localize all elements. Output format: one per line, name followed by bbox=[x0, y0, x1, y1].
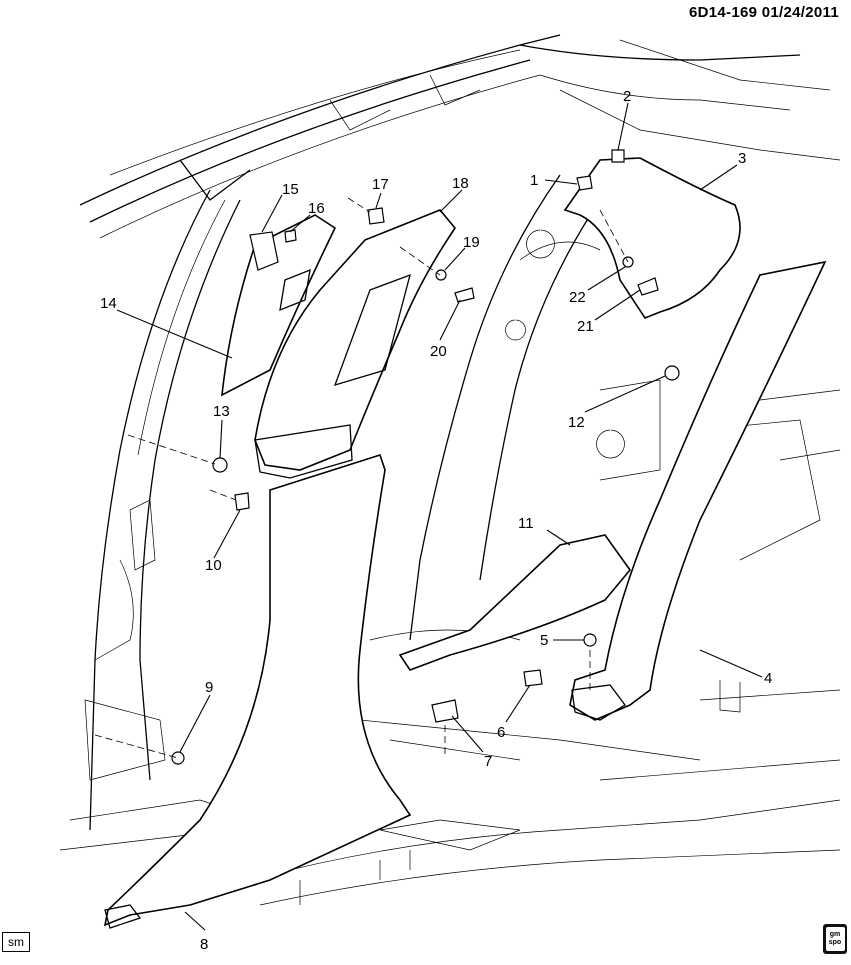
callout-15: 15 bbox=[282, 181, 299, 198]
clip-part-9 bbox=[171, 751, 185, 765]
logo-text-bottom: spo bbox=[828, 939, 842, 946]
clip-part-7 bbox=[431, 699, 459, 723]
handle-detail-14 bbox=[279, 268, 311, 312]
trim-panel-4 bbox=[569, 260, 827, 721]
lower-bracket-18 bbox=[254, 424, 353, 479]
clip-part-20 bbox=[454, 287, 475, 303]
clip-part-15 bbox=[249, 231, 279, 271]
callout-7: 7 bbox=[484, 753, 492, 770]
b-pillar-structure bbox=[409, 174, 841, 641]
trim-panel-14 bbox=[221, 214, 337, 397]
callout-14: 14 bbox=[100, 295, 117, 312]
clip-part-1 bbox=[576, 175, 593, 191]
callout-18: 18 bbox=[452, 175, 469, 192]
clip-part-13 bbox=[212, 457, 228, 473]
seatbelt-slot-18 bbox=[333, 273, 411, 386]
callout-22: 22 bbox=[569, 289, 586, 306]
callout-4: 4 bbox=[764, 670, 772, 687]
clip-part-2 bbox=[611, 149, 625, 163]
trim-panel-3 bbox=[563, 157, 741, 319]
trim-panel-18 bbox=[254, 209, 456, 471]
gm-spo-logo: gm spo bbox=[823, 924, 847, 954]
callout-1: 1 bbox=[530, 172, 538, 189]
callout-3: 3 bbox=[738, 150, 746, 167]
callout-17: 17 bbox=[372, 176, 389, 193]
clip-part-19 bbox=[435, 269, 447, 281]
roof-rail-structure bbox=[79, 34, 841, 239]
callout-9: 9 bbox=[205, 679, 213, 696]
callout-5: 5 bbox=[540, 632, 548, 649]
callout-19: 19 bbox=[463, 234, 480, 251]
callout-6: 6 bbox=[497, 724, 505, 741]
clip-part-6 bbox=[523, 669, 543, 687]
clip-part-12 bbox=[664, 365, 680, 381]
lower-foot-8 bbox=[104, 904, 142, 929]
assembly-dashed-lines bbox=[94, 197, 629, 759]
callout-16: 16 bbox=[308, 200, 325, 217]
document-id-date: 6D14-169 01/24/2011 bbox=[689, 4, 839, 21]
callout-20: 20 bbox=[430, 343, 447, 360]
lower-box-4 bbox=[571, 684, 626, 721]
callout-10: 10 bbox=[205, 557, 222, 574]
callout-2: 2 bbox=[623, 88, 631, 105]
clip-part-5 bbox=[583, 633, 597, 647]
sm-badge: sm bbox=[2, 932, 30, 952]
callout-12: 12 bbox=[568, 414, 585, 431]
clip-part-10 bbox=[234, 492, 250, 511]
callout-13: 13 bbox=[213, 403, 230, 420]
leader-lines bbox=[116, 102, 763, 931]
callout-21: 21 bbox=[577, 318, 594, 335]
trim-panel-11 bbox=[398, 534, 632, 671]
a-pillar-structure bbox=[59, 189, 261, 851]
clip-part-17 bbox=[367, 207, 385, 225]
clip-part-21 bbox=[637, 277, 659, 296]
callout-8: 8 bbox=[200, 936, 208, 953]
trim-panel-8 bbox=[103, 453, 412, 927]
callout-11: 11 bbox=[518, 515, 534, 532]
logo-text-top: gm bbox=[829, 931, 841, 938]
